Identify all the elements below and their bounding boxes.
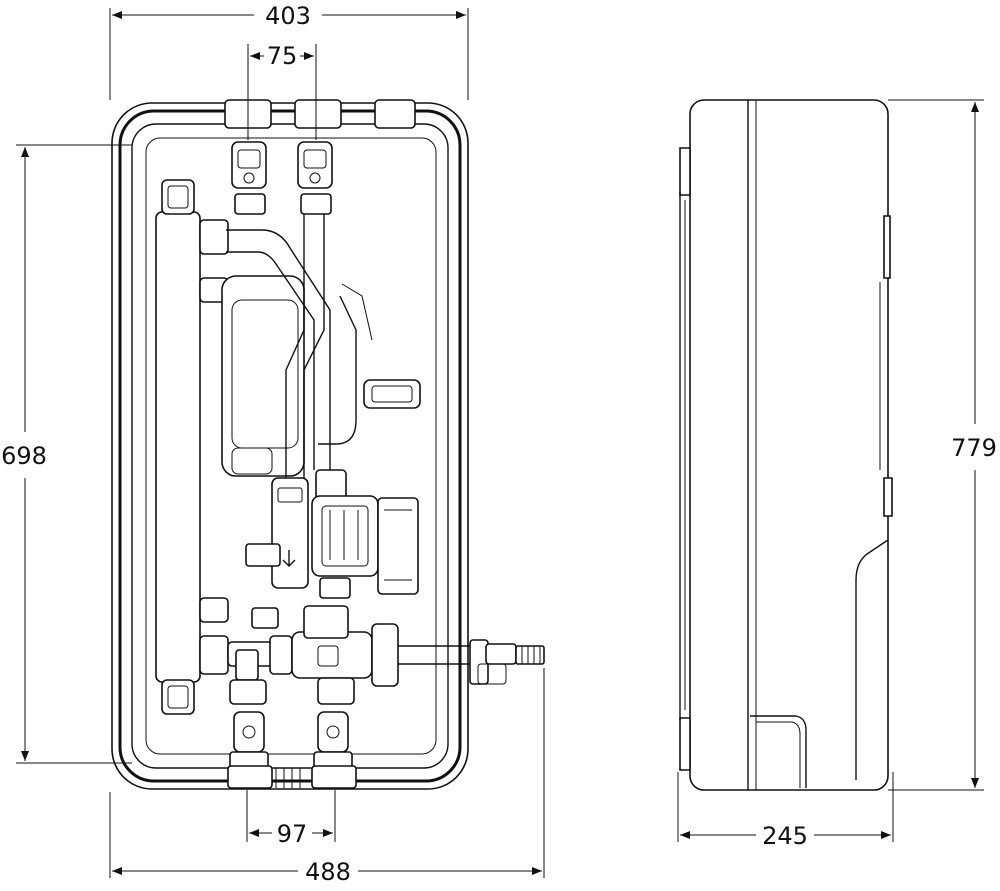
dimension-lines: [16, 8, 984, 878]
front-view: [111, 99, 545, 790]
side-view: [679, 99, 893, 791]
heat-exchanger: [155, 179, 229, 715]
pump-assembly: [245, 469, 419, 599]
front-housing-rim: [118, 109, 462, 783]
dim-label-75: 75: [267, 42, 298, 70]
tank: [221, 275, 305, 477]
bottom-lugs: [227, 765, 357, 789]
dim-label-488: 488: [305, 858, 351, 886]
bottom-valve-left: [229, 649, 269, 777]
top-lugs: [224, 99, 416, 129]
front-housing-inner: [131, 123, 449, 769]
dim-label-245: 245: [762, 822, 808, 850]
dim-label-779: 779: [951, 434, 997, 462]
dim-label-698: 698: [1, 442, 47, 470]
bottom-manifold: [227, 605, 470, 687]
top-valve-left: [231, 141, 267, 215]
dim-label-403: 403: [265, 2, 311, 30]
side-housing: [689, 99, 889, 791]
pipework: [226, 214, 421, 480]
side-outlet: [469, 639, 545, 685]
down-arrow-icon: [282, 550, 296, 567]
front-cavity: [145, 137, 437, 755]
bottom-valve-right: [313, 677, 355, 777]
dim-label-97: 97: [277, 820, 308, 848]
top-valve-right: [297, 141, 333, 215]
